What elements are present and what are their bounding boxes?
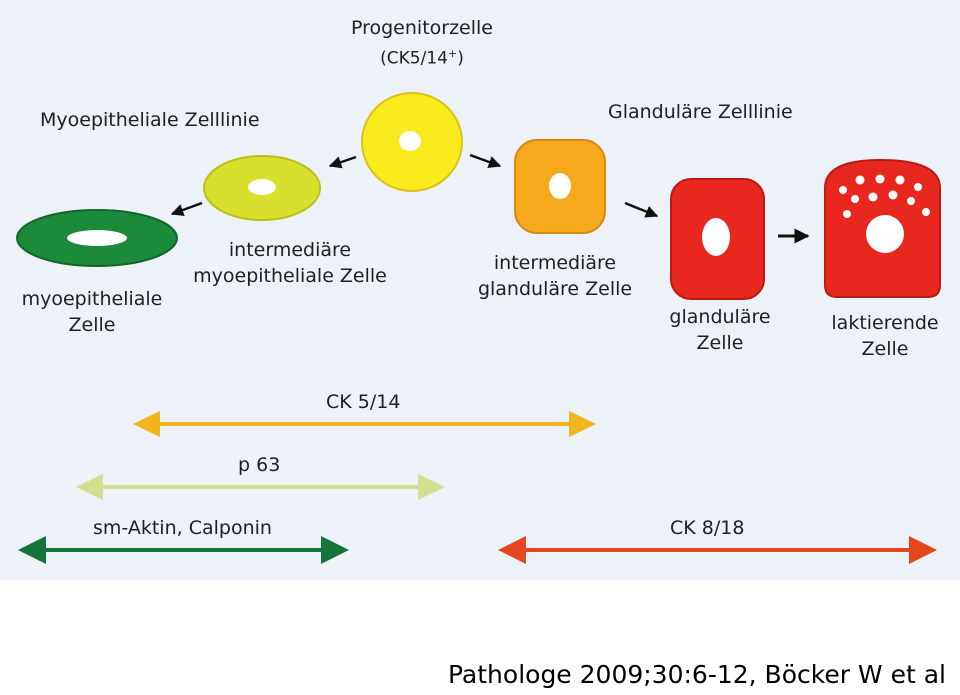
glandular-line1: glanduläre bbox=[669, 306, 771, 328]
marker-arrow-p63 bbox=[76, 474, 445, 500]
myoepithelial-cell bbox=[16, 209, 178, 267]
marker-label-ck514: CK 5/14 bbox=[326, 391, 401, 413]
arrow-intermediate-myo-to-myoepithelial bbox=[170, 201, 203, 216]
citation: Pathologe 2009;30:6-12, Böcker W et al bbox=[447, 660, 946, 689]
marker-arrow-sm-aktin-calponin bbox=[18, 536, 349, 564]
intermediate-myoepithelial-label: intermediäre myoepitheliale Zelle bbox=[185, 237, 395, 289]
arrow-progenitor-to-intermediate-glandular bbox=[469, 153, 502, 168]
progenitor-label: Progenitorzelle (CK5/14+) bbox=[342, 15, 502, 72]
marker-label-p63: p 63 bbox=[238, 454, 281, 476]
lactating-label: laktierende Zelle bbox=[815, 310, 955, 362]
marker-arrow-ck818 bbox=[498, 536, 937, 564]
progenitor-marker: (CK5/14+) bbox=[380, 47, 464, 69]
lactating-cell bbox=[824, 158, 941, 298]
diagram-graphics bbox=[16, 92, 941, 564]
myoepithelial-line2: Zelle bbox=[68, 314, 116, 336]
glandular-line2: Zelle bbox=[696, 332, 744, 354]
lactating-line1: laktierende bbox=[831, 312, 939, 334]
myoepithelial-lineage-label: Myoepitheliale Zelllinie bbox=[40, 109, 260, 131]
arrow-progenitor-to-intermediate-myo bbox=[328, 155, 357, 169]
intermediate-glandular-label: intermediäre glanduläre Zelle bbox=[470, 250, 640, 302]
myoepithelial-line1: myoepitheliale bbox=[21, 288, 163, 310]
intermediate-glandular-cell bbox=[514, 139, 606, 234]
marker-label-sm-aktin-calponin: sm-Aktin, Calponin bbox=[93, 517, 272, 539]
intermediate-myoepithelial-cell bbox=[203, 155, 321, 221]
intermediate-myo-line1: intermediäre bbox=[228, 239, 352, 261]
myoepithelial-label: myoepitheliale Zelle bbox=[12, 286, 172, 338]
marker-arrow-ck514 bbox=[133, 411, 596, 437]
lactating-line2: Zelle bbox=[861, 338, 909, 360]
intermediate-glandular-line1: intermediäre bbox=[493, 252, 617, 274]
progenitor-cell bbox=[361, 92, 463, 192]
arrow-intermediate-glandular-to-glandular bbox=[624, 201, 659, 218]
intermediate-glandular-line2: glanduläre Zelle bbox=[477, 278, 633, 300]
differentiation-diagram: Progenitorzelle (CK5/14+) Myoepitheliale… bbox=[0, 0, 960, 580]
glandular-label: glanduläre Zelle bbox=[655, 304, 785, 356]
glandular-lineage-label: Glanduläre Zelllinie bbox=[608, 101, 793, 123]
marker-label-ck818: CK 8/18 bbox=[670, 517, 745, 539]
progenitor-name: Progenitorzelle bbox=[350, 17, 493, 39]
intermediate-myo-line2: myoepitheliale Zelle bbox=[193, 265, 387, 287]
glandular-cell bbox=[670, 178, 765, 300]
